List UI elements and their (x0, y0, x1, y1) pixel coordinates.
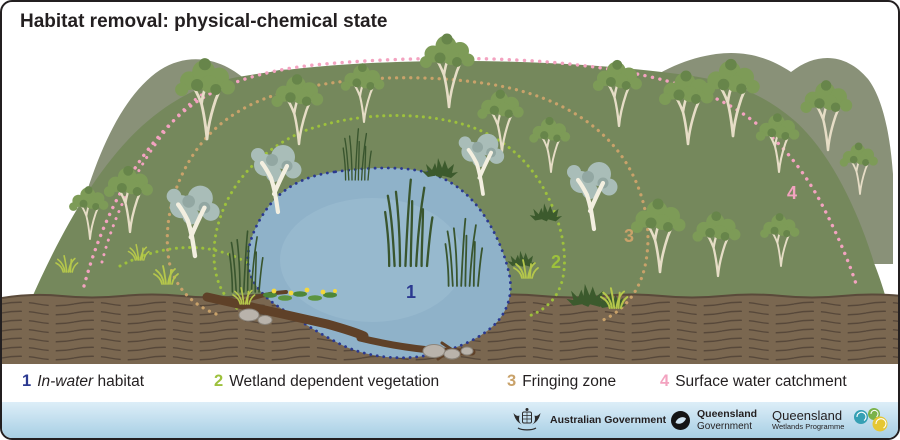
zone-1-marker: 1 (406, 282, 416, 302)
queensland-government-logo: Queensland Government (670, 408, 758, 432)
footer-bar: Australian Government Queensland Governm… (2, 402, 898, 438)
rocks (238, 308, 474, 360)
wetlands-swirl-icon (854, 408, 888, 432)
australian-government-label: Australian Government (550, 414, 667, 426)
zone-3-boundary (165, 76, 650, 323)
qwp-label-line1: Queensland (772, 407, 843, 423)
page-title: Habitat removal: physical-chemical state (20, 11, 388, 32)
zone-4-marker: 4 (787, 183, 797, 203)
qld-gov-label-line1: Queensland (697, 408, 758, 420)
qwp-label-line2: Wetlands Programme (772, 422, 845, 432)
legend-number-4: 4 (660, 372, 670, 390)
zone-3-marker: 3 (624, 226, 634, 246)
queensland-government-icon (671, 410, 690, 430)
legend-number-1: 1 (22, 372, 32, 390)
catchment-land (30, 61, 887, 302)
lily-pads (263, 287, 337, 301)
zone-2-marker: 2 (551, 252, 561, 272)
qld-gov-label-line2: Government (697, 420, 753, 432)
legend-number-2: 2 (214, 372, 224, 390)
australian-government-logo: Australian Government (510, 407, 666, 433)
australian-coat-of-arms-icon (513, 408, 541, 431)
qld-wetlands-programme-logo: Queensland Wetlands Programme (772, 406, 892, 434)
legend-number-3: 3 (507, 372, 517, 390)
wetland-illustration: 1 2 3 4 (2, 32, 898, 364)
zone-2-boundary (212, 114, 566, 320)
